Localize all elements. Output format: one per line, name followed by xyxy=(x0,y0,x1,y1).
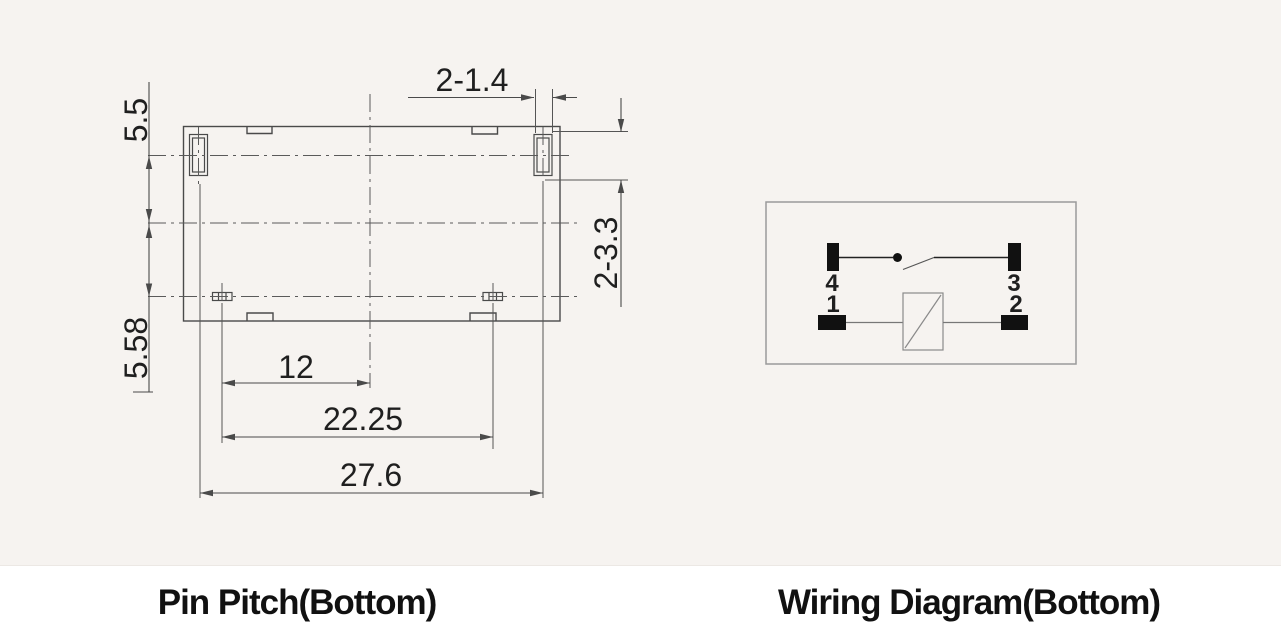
top-notch-right xyxy=(471,127,499,135)
pin-3-terminal xyxy=(1008,243,1021,271)
pin-holes xyxy=(188,133,553,302)
dim-label-5-5: 5.5 xyxy=(118,98,154,142)
contact-circuit xyxy=(827,243,1021,271)
dim-label-5-58: 5.58 xyxy=(118,317,154,379)
centerlines xyxy=(148,94,582,388)
dim-label-27-6: 27.6 xyxy=(340,457,402,493)
relay-body-rect xyxy=(182,125,561,322)
pin-1-terminal xyxy=(818,315,846,330)
coil-symbol-diagonal xyxy=(904,294,942,349)
bottom-notch-right xyxy=(469,312,497,321)
footer-strip xyxy=(0,565,1281,636)
relay-body-outline xyxy=(182,125,561,322)
pin-pitch-drawing: 5.5 5.58 2-1.4 2-3.3 12 22.25 27.6 xyxy=(118,62,628,498)
dimension-arrowheads xyxy=(145,94,625,497)
pin-label-3: 3 xyxy=(1007,270,1020,297)
coil-symbol-box xyxy=(902,292,944,351)
dim-label-22-25: 22.25 xyxy=(323,401,403,437)
pin-4-terminal xyxy=(827,243,839,271)
pin-label-1: 1 xyxy=(826,291,839,318)
switch-blade xyxy=(902,256,935,271)
top-notch-left xyxy=(246,127,273,135)
wiring-border xyxy=(765,201,1077,365)
wiring-diagram-caption: Wiring Diagram(Bottom) xyxy=(777,583,1161,622)
dim-label-12: 12 xyxy=(278,349,314,385)
extension-lines xyxy=(199,89,628,498)
coil-circuit xyxy=(818,292,1028,351)
pin-2-terminal xyxy=(1001,315,1028,330)
dimension-labels: 5.5 5.58 2-1.4 2-3.3 12 22.25 27.6 xyxy=(118,62,624,493)
pin-pitch-caption: Pin Pitch(Bottom) xyxy=(157,583,438,622)
bottom-notch-left xyxy=(246,312,274,321)
pin-label-4: 4 xyxy=(825,270,839,297)
wiring-diagram: 4 1 3 2 xyxy=(765,201,1077,365)
wiring-pin-labels: 4 1 3 2 xyxy=(825,270,1022,318)
dim-label-2-3-3: 2-3.3 xyxy=(588,217,624,290)
pin-label-2: 2 xyxy=(1009,291,1022,318)
contact-pivot-dot xyxy=(893,253,902,262)
dim-label-2-1-4: 2-1.4 xyxy=(436,62,509,98)
